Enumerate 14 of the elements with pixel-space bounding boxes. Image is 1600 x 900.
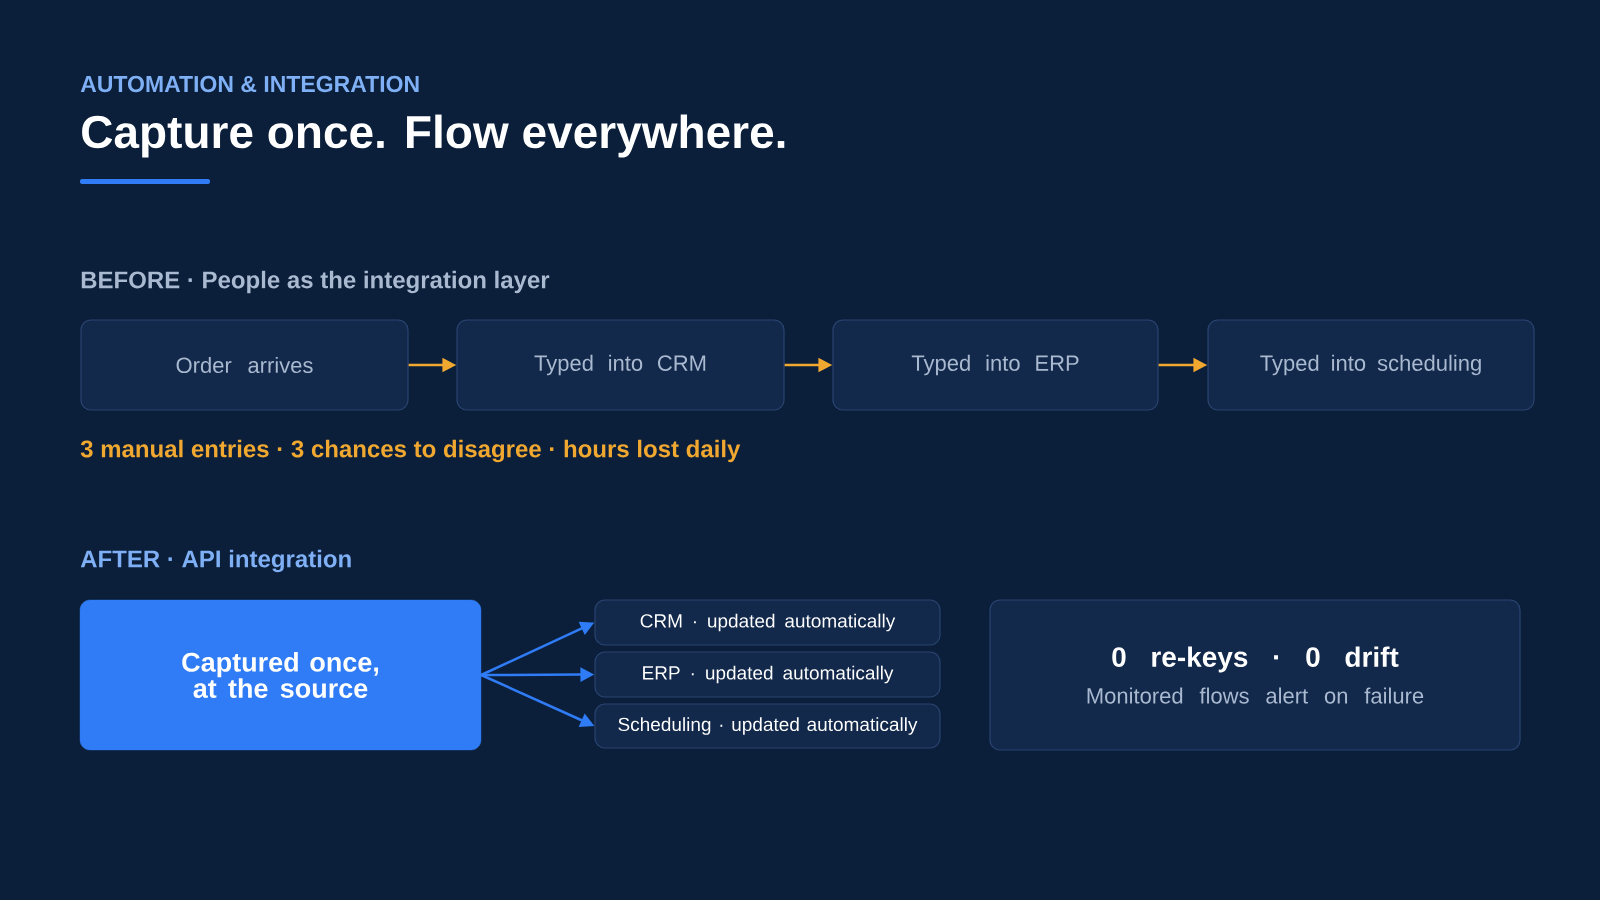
result-box: 0 re-keys · 0 drift Monitored flows alert on failure — [989, 599, 1521, 751]
step-box: Order arrives — [80, 319, 409, 411]
target-box: ERP · updated automatically — [594, 651, 941, 698]
target-box: Scheduling · updated automatically — [594, 703, 941, 749]
title: Capture once. Flow everywhere. — [82, 114, 785, 158]
section-heading: BEFORE · People as the integration layer — [81, 270, 550, 294]
step-box: Typed into ERP — [832, 319, 1159, 411]
step-box: Typed into CRM — [456, 319, 785, 411]
section-kicker: AUTOMATION & INTEGRATION — [80, 75, 419, 93]
source-box: Captured once, at the source — [79, 599, 482, 751]
target-box: CRM · updated automatically — [594, 599, 941, 646]
summary-note: 3 manual entries · 3 chances to disagree · hours lost daily — [80, 439, 741, 463]
step-box: Typed into scheduling — [1207, 319, 1535, 411]
section-heading: AFTER · API integration — [80, 549, 351, 573]
